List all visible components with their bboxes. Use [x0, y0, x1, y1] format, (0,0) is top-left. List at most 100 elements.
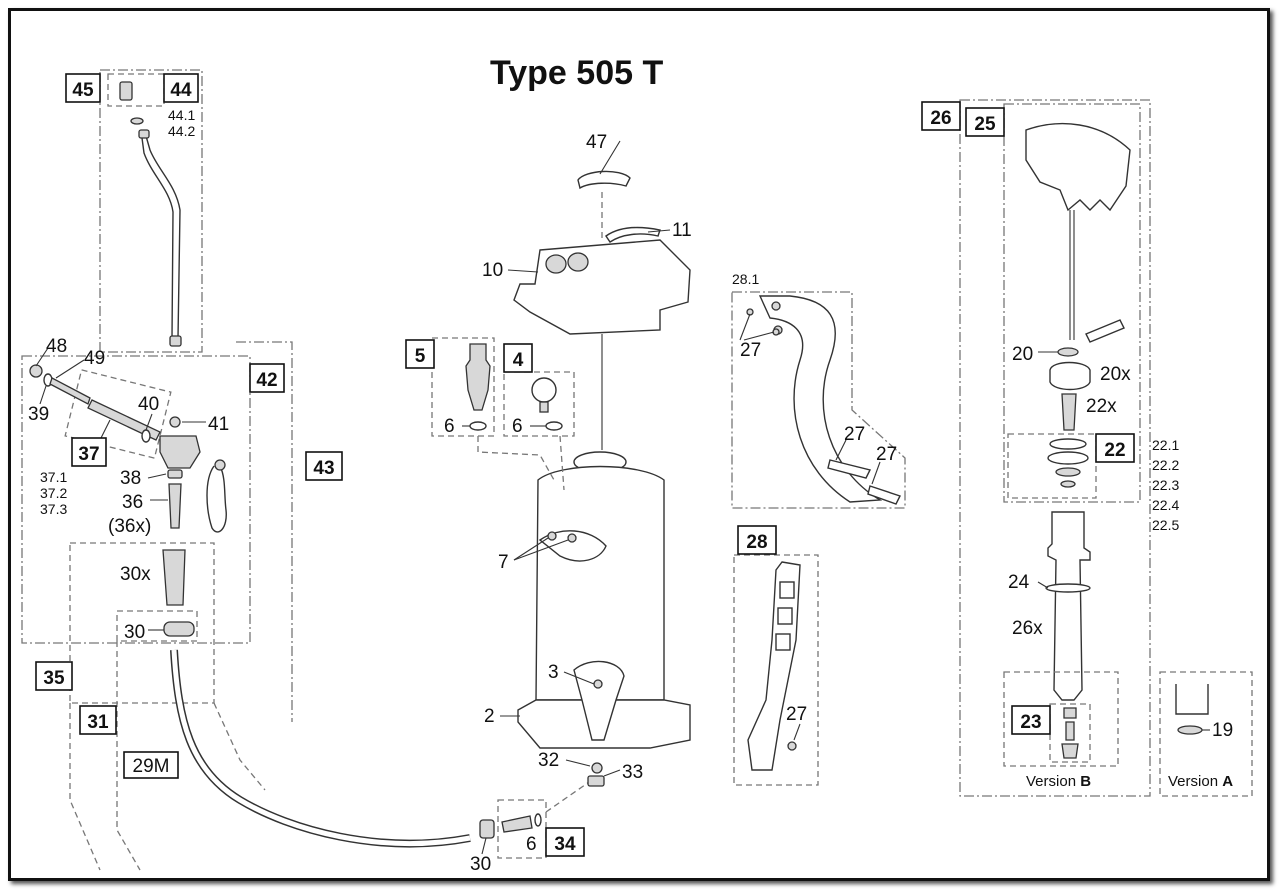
- washer-6-d: [534, 813, 542, 827]
- boxed-label-31: 31: [79, 705, 117, 735]
- strap-clip-right: [867, 485, 901, 505]
- label-37-2: 37.2: [40, 485, 67, 501]
- label-36x: (36x): [108, 516, 151, 537]
- label-2: 2: [484, 706, 495, 727]
- screw-27-bottom: [787, 741, 797, 751]
- boxed-label-44: 44: [163, 73, 199, 103]
- label-6-a: 6: [444, 416, 455, 437]
- connector-4: [559, 435, 565, 491]
- ring-47: [577, 170, 631, 190]
- leader-40: [145, 413, 153, 431]
- label-24: 24: [1008, 572, 1030, 593]
- group-25-outline: [1003, 103, 1141, 503]
- svg-text:35: 35: [43, 668, 65, 689]
- svg-text:31: 31: [87, 712, 109, 733]
- label-40: 40: [138, 394, 159, 415]
- group-44-outline: [107, 73, 165, 107]
- label-6-b: 6: [512, 416, 523, 437]
- label-41: 41: [208, 414, 229, 435]
- label-44-2: 44.2: [168, 123, 195, 139]
- grease-tube: [1085, 319, 1125, 343]
- spring-30x: [162, 549, 186, 606]
- boxed-label-42: 42: [249, 363, 285, 393]
- hose-29m-inner: [171, 649, 471, 846]
- label-39: 39: [28, 404, 49, 425]
- svg-text:34: 34: [554, 834, 576, 855]
- washer-6-a: [469, 421, 487, 431]
- boxed-label-25: 25: [965, 107, 1005, 137]
- boxed-label-22: 22: [1095, 433, 1135, 463]
- valve-23-spring: [1065, 721, 1075, 741]
- valve-19: [1177, 725, 1203, 735]
- group-42-outline: [21, 355, 251, 644]
- leader-27-e: [793, 723, 801, 741]
- boxed-label-26: 26: [921, 101, 961, 131]
- hose-29m: [170, 649, 471, 848]
- valve-23-seat: [1061, 743, 1079, 759]
- part-3: [593, 679, 603, 689]
- boxed-label-5: 5: [405, 339, 435, 369]
- boxed-label-23: 23: [1011, 705, 1051, 735]
- leader-39: [39, 385, 47, 405]
- strap-clip-left: [827, 459, 872, 479]
- label-26x: 26x: [1012, 618, 1043, 639]
- label-3: 3: [548, 662, 559, 683]
- group-37-outline: [64, 369, 172, 459]
- lance-nut: [138, 129, 150, 139]
- group-31-tail: [116, 641, 141, 871]
- leader-7-a: [513, 537, 549, 561]
- o-ring-24: [1045, 583, 1091, 593]
- washer-20: [1057, 347, 1079, 357]
- part-40: [141, 429, 151, 443]
- label-11: 11: [672, 220, 692, 241]
- group-5-outline: [431, 337, 495, 437]
- seal-22-3: [1055, 467, 1081, 477]
- svg-text:37: 37: [78, 444, 99, 465]
- connector-34: [501, 815, 533, 833]
- group-35-outline: [69, 542, 215, 704]
- label-37-3: 37.3: [40, 501, 67, 517]
- strap-slot-3: [775, 633, 791, 651]
- part-48: [29, 364, 43, 378]
- clamp-30: [163, 621, 195, 637]
- label-36: 36: [122, 492, 143, 513]
- group-23-outline-outer: [1003, 671, 1119, 767]
- cylinder-end-a: [1175, 684, 1209, 715]
- leader-47: [599, 140, 621, 175]
- tank-handle-10: [513, 239, 691, 335]
- boxed-label-4: 4: [503, 343, 533, 373]
- svg-text:28: 28: [746, 532, 767, 553]
- nozzle-washer: [130, 117, 144, 125]
- label-30x: 30x: [120, 564, 151, 585]
- group-28-1-outline: [731, 291, 906, 509]
- group-34-outline: [497, 799, 547, 859]
- leader-49: [55, 359, 85, 379]
- washer-6-b: [545, 421, 563, 431]
- valve-5: [465, 343, 491, 411]
- group-45-outline: [99, 69, 203, 353]
- boxed-label-43: 43: [305, 451, 343, 481]
- version-b-label: Version B: [1026, 773, 1091, 790]
- svg-text:29M: 29M: [133, 756, 170, 777]
- svg-text:23: 23: [1020, 712, 1041, 733]
- leader-32: [565, 759, 591, 767]
- label-19: 19: [1212, 720, 1233, 741]
- label-33: 33: [622, 762, 643, 783]
- leader-30-b: [481, 837, 487, 855]
- label-22-4: 22.4: [1152, 497, 1179, 513]
- label-7: 7: [498, 552, 509, 573]
- lance-tip: [169, 335, 182, 347]
- svg-text:43: 43: [313, 458, 334, 479]
- seal-22-1: [1049, 438, 1087, 450]
- group-23-outline-inner: [1049, 703, 1091, 763]
- label-27-b: 27: [844, 424, 865, 445]
- label-30-b: 30: [470, 854, 491, 875]
- svg-text:5: 5: [415, 346, 426, 367]
- rivet-7-right: [567, 533, 577, 543]
- strap-slot-2: [777, 607, 793, 625]
- valve-body: [159, 435, 201, 469]
- rivet-7-left: [547, 531, 557, 541]
- label-32: 32: [538, 750, 559, 771]
- strap-hole-upper: [771, 301, 781, 311]
